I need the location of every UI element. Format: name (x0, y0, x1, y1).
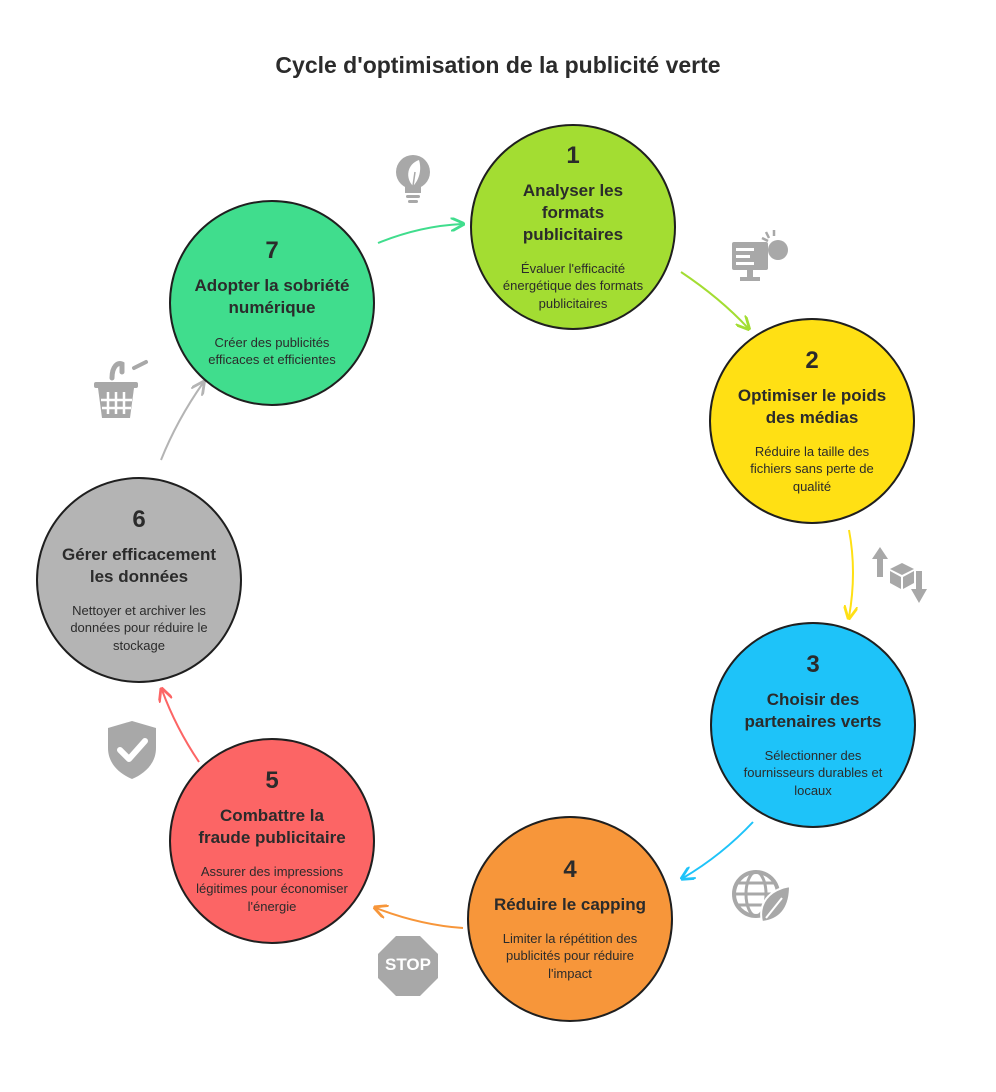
step-number: 5 (265, 766, 279, 794)
arrow-1-to-2 (680, 271, 748, 328)
step-description: Sélectionner des fournisseurs durables e… (743, 747, 883, 798)
step-title: Adopter la sobriété numérique (194, 276, 350, 318)
shield-check-icon (108, 721, 156, 779)
step-title: Combattre la fraude publicitaire (198, 805, 346, 847)
step-number: 2 (805, 346, 819, 374)
step-number: 6 (132, 505, 146, 533)
box-arrows-icon (872, 547, 927, 603)
step-description: Limiter la répétition des publicités pou… (502, 930, 638, 981)
step-number: 3 (806, 650, 820, 678)
step-5-circle: 5 Combattre la fraude publicitaire Assur… (169, 738, 375, 944)
step-number: 1 (566, 141, 580, 169)
step-title: Choisir des partenaires verts (744, 689, 882, 731)
step-6-circle: 6 Gérer efficacement les données Nettoye… (36, 477, 242, 683)
arrow-6-to-7 (160, 383, 203, 461)
step-4-circle: 4 Réduire le capping Limiter la répétiti… (467, 816, 673, 1022)
step-number: 4 (563, 855, 577, 883)
arrow-4-to-5 (376, 908, 464, 929)
step-description: Assurer des impressions légitimes pour é… (196, 863, 348, 914)
arrow-3-to-4 (683, 821, 754, 878)
step-description: Créer des publicités efficaces et effici… (208, 334, 336, 368)
step-1-circle: 1 Analyser les formats publicitaires Éva… (470, 124, 676, 330)
trash-basket-icon (94, 360, 148, 418)
step-title: Optimiser le poids des médias (737, 385, 887, 427)
step-7-circle: 7 Adopter la sobriété numérique Créer de… (169, 200, 375, 406)
step-title: Réduire le capping (493, 894, 647, 914)
step-3-circle: 3 Choisir des partenaires verts Sélectio… (710, 622, 916, 828)
step-description: Évaluer l'efficacité énergétique des for… (502, 260, 644, 311)
step-number: 7 (265, 237, 279, 265)
lightbulb-leaf-icon (396, 155, 430, 203)
step-2-circle: 2 Optimiser le poids des médias Réduire … (709, 318, 915, 524)
arrow-5-to-6 (162, 690, 200, 763)
globe-leaf-icon (732, 870, 792, 924)
step-title: Gérer efficacement les données (61, 544, 217, 586)
computer-report-icon (732, 230, 788, 281)
diagram-title: Cycle d'optimisation de la publicité ver… (275, 52, 721, 78)
stop-sign-icon: STOP (376, 934, 440, 998)
arrow-2-to-3 (849, 529, 853, 617)
step-description: Réduire la taille des fichiers sans pert… (750, 443, 874, 494)
stop-sign-label: STOP (385, 955, 431, 974)
step-title: Analyser les formats publicitaires (522, 180, 624, 244)
arrow-7-to-1 (377, 224, 462, 244)
step-description: Nettoyer et archiver les données pour ré… (70, 602, 208, 653)
